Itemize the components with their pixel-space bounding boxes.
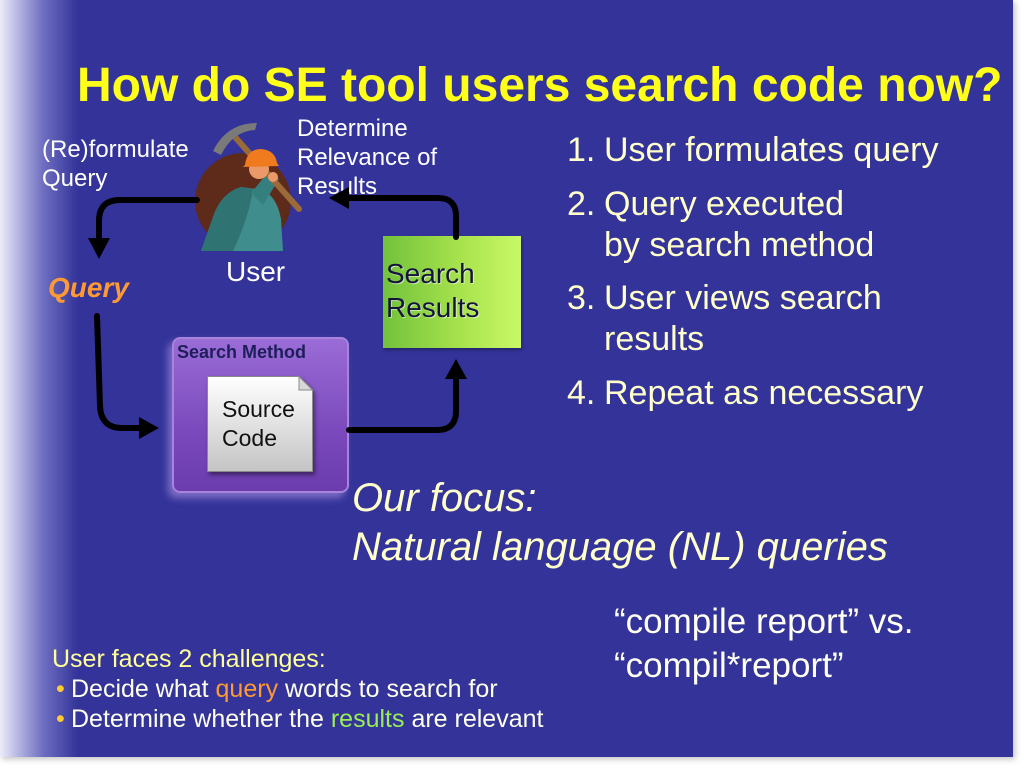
cycle-arrows — [88, 187, 467, 439]
focus-heading: Our focus: — [352, 476, 537, 520]
arrow-search-method-to-results — [346, 375, 459, 433]
step-text-line: by search method — [604, 226, 875, 264]
bullet-icon: • — [56, 675, 65, 703]
step-text-line: results — [604, 320, 705, 358]
challenges-heading: User faces 2 challenges: — [52, 645, 326, 673]
search-method-box: Search Method Source Code — [172, 337, 349, 493]
query-label: Query — [48, 272, 129, 303]
step-number: 3. — [567, 279, 596, 317]
step-number: 1. — [567, 131, 596, 169]
arrowhead-reformulate-query — [88, 238, 110, 259]
step-number: 4. — [567, 374, 596, 412]
challenge-text: words to search for — [278, 675, 498, 703]
challenge-text: Decide what — [71, 675, 216, 703]
step-text-line: Query executed — [604, 185, 845, 223]
step-item: 4. Repeat as necessary — [567, 373, 923, 414]
document-folded-corner — [298, 376, 313, 391]
pickaxe-head — [213, 123, 257, 155]
user-label: User — [226, 256, 286, 287]
challenge-highlight-results: results — [330, 705, 405, 733]
reformulate-label-line: (Re)formulate — [42, 136, 189, 163]
step-text-line: User formulates query — [604, 131, 939, 169]
step-text-line: Repeat as necessary — [604, 374, 924, 412]
challenge-item: • Determine whether the results are rele… — [52, 704, 543, 734]
arrowhead-results-to-user — [329, 187, 349, 209]
determine-relevance-label: Determine Relevance of Results — [297, 114, 437, 201]
search-method-label: Search Method — [177, 342, 307, 362]
challenge-text: are relevant — [404, 705, 544, 733]
step-item: 3. User views search results — [567, 278, 882, 360]
document-page — [207, 376, 313, 472]
worker-hands — [268, 172, 278, 182]
focus-text: Natural language (NL) queries — [352, 525, 888, 569]
challenge-text: Determine whether the — [71, 705, 331, 733]
query-example: “compile report” vs. “compil*report” — [614, 600, 914, 688]
worker-torso-shade — [201, 187, 253, 251]
search-results-line: Results — [386, 292, 480, 323]
step-text: User views search results — [604, 278, 882, 360]
arrow-reformulate-query — [96, 197, 200, 243]
bullet-icon: • — [56, 705, 65, 733]
arrowhead-search-method-to-results — [445, 359, 467, 379]
construction-worker-icon — [195, 123, 302, 251]
arrow-query-to-search-method — [94, 313, 143, 431]
query-example-line: “compile report” vs. — [614, 602, 914, 641]
search-results-line: Search — [386, 258, 475, 289]
document-icon — [207, 376, 313, 472]
source-code-document: Source Code — [207, 376, 313, 472]
challenge-item: • Decide what query words to search for — [52, 674, 543, 704]
arrowhead-query-to-search-method — [139, 417, 159, 439]
step-text: User formulates query — [604, 130, 938, 171]
source-code-line: Code — [222, 425, 277, 451]
step-item: 1. User formulates query — [567, 130, 938, 171]
relevance-label-line: Relevance of — [297, 144, 438, 171]
challenges-list: User faces 2 challenges: • Decide what q… — [52, 644, 543, 734]
step-number: 2. — [567, 185, 596, 223]
source-code-line: Source — [222, 396, 295, 422]
source-code-label: Source Code — [222, 395, 295, 453]
slide-title: How do SE tool users search code now? — [77, 59, 1003, 112]
relevance-label-line: Determine — [297, 115, 408, 142]
step-text-line: User views search — [604, 279, 882, 317]
search-results-box: Search Results — [383, 236, 521, 348]
slide: How do SE tool users search code now? (R… — [0, 0, 1013, 757]
worker-hard-hat — [243, 149, 279, 167]
query-example-line: “compil*report” — [614, 646, 844, 685]
step-item: 2. Query executed by search method — [567, 184, 874, 266]
step-text: Query executed by search method — [604, 184, 874, 266]
reformulate-label-line: Query — [42, 165, 108, 192]
focus-statement: Our focus: Natural language (NL) queries — [352, 474, 888, 572]
reformulate-query-label: (Re)formulate Query — [42, 135, 189, 193]
arrow-results-to-user — [345, 195, 459, 240]
challenge-highlight-query: query — [215, 675, 279, 703]
search-results-label: Search Results — [386, 257, 479, 325]
step-text: Repeat as necessary — [604, 373, 923, 414]
